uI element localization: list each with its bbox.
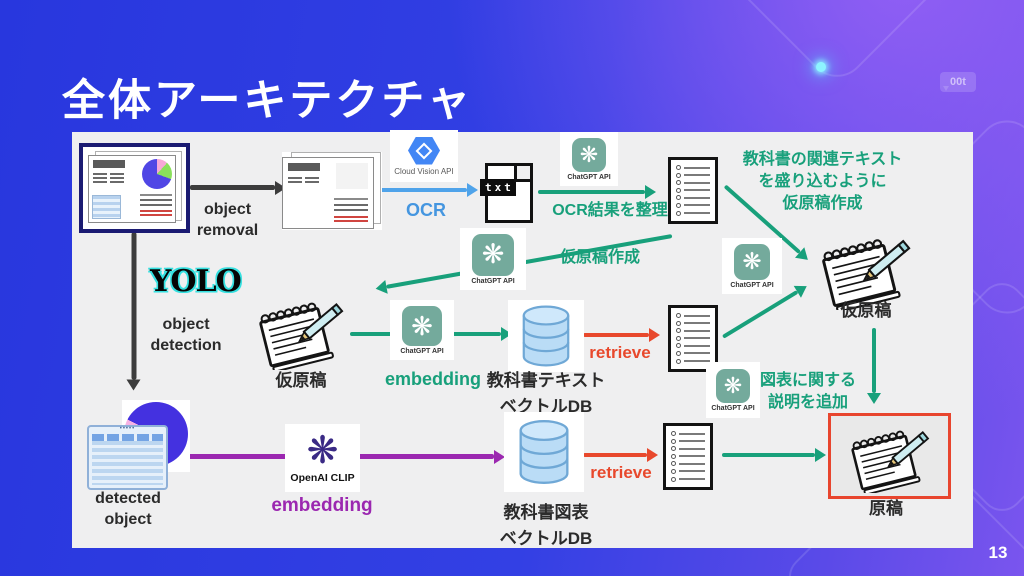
notepad-final-icon — [838, 419, 942, 493]
background-badge: 00t — [940, 72, 976, 92]
chatgpt-label: ChatGPT API — [567, 173, 611, 181]
chatgpt-icon: ❋ — [716, 368, 750, 403]
yolo-logo: YOLO — [150, 264, 242, 299]
retrieve-text-label: retrieve — [589, 343, 651, 362]
final-notepad-box — [828, 413, 951, 499]
ocr-organize-label: OCR結果を整理 — [552, 202, 668, 219]
object-removal-label: object removal — [196, 201, 259, 239]
arrow-retrieve-text — [583, 333, 649, 337]
arrow-ocr — [380, 188, 467, 192]
arrow-doc-to-final — [722, 453, 815, 457]
draft-create-label: 仮原稿作成 — [559, 249, 640, 266]
text-doc-2 — [668, 305, 718, 372]
chatgpt-card-4: ❋ ChatGPT API — [390, 300, 454, 360]
input-slide-thumbnail — [79, 143, 190, 233]
final-label: 原稿 — [869, 499, 903, 518]
object-detection-label: object detection — [150, 316, 222, 354]
page-title: 全体アーキテクチャ — [62, 77, 473, 125]
slide-title-bar — [93, 160, 125, 168]
database-icon — [519, 304, 573, 368]
arrow-draft-to-final — [872, 328, 876, 393]
figure-db-label: 教科書図表 ベクトルDB — [499, 503, 593, 548]
text-db-label: 教科書テキスト ベクトルDB — [486, 371, 606, 416]
database-icon — [516, 418, 572, 486]
arrow-retrieve-image — [583, 453, 647, 457]
retrieve-image-label: retrieve — [590, 463, 652, 482]
txt-label: txt — [480, 179, 516, 196]
detected-table-icon: ••••• — [87, 425, 168, 490]
pie-chart-icon — [142, 159, 172, 189]
openai-clip-card: ❋ OpenAI CLIP — [285, 424, 360, 492]
embedding-text-label: embedding — [384, 369, 481, 389]
draft-top-label: 仮原稿 — [840, 301, 892, 320]
table-icon — [92, 195, 121, 219]
openai-clip-icon: ❋ — [306, 430, 339, 472]
cleaned-slide-thumbnail — [282, 152, 382, 230]
badge-text: 00t — [950, 76, 966, 88]
arrow-ocr-organize — [538, 190, 645, 194]
chatgpt-icon: ❋ — [472, 233, 514, 276]
cloud-vision-card: Cloud Vision API — [390, 130, 458, 182]
arrow-object-removal — [190, 185, 275, 190]
cloud-vision-label: Cloud Vision API — [394, 166, 454, 176]
detected-object-label: detected object — [95, 490, 161, 528]
chatgpt-icon: ❋ — [572, 137, 606, 172]
chatgpt-card-1: ❋ ChatGPT API — [560, 132, 618, 186]
notepad-draft-top-icon — [812, 226, 920, 310]
glow-dot — [816, 62, 826, 72]
figure-note-label: 図表に関する 説明を追加 — [759, 372, 856, 412]
chatgpt-card-5: ❋ ChatGPT API — [706, 362, 760, 418]
arrow-object-detection — [131, 232, 137, 380]
txt-file-icon: txt — [480, 163, 533, 223]
chatgpt-card-2: ❋ ChatGPT API — [722, 238, 782, 294]
chatgpt-icon: ❋ — [734, 243, 770, 280]
notepad-draft-mid-icon — [248, 290, 354, 370]
chatgpt-card-3: ❋ ChatGPT API — [460, 228, 526, 290]
page-number: 13 — [988, 543, 1008, 562]
slide-page — [88, 155, 176, 223]
chatgpt-icon: ❋ — [402, 305, 442, 346]
text-doc-1 — [668, 157, 718, 224]
embedding-image-label: embedding — [271, 495, 373, 516]
text-db-card — [508, 300, 584, 372]
figure-doc — [663, 423, 713, 490]
ocr-label: OCR — [406, 200, 446, 220]
draft-mid-label: 仮原稿 — [275, 371, 327, 390]
figure-db-card — [504, 412, 584, 492]
related-text-note: 教科書の関連テキスト を盛り込むように 仮原稿作成 — [742, 151, 903, 213]
openai-clip-label: OpenAI CLIP — [290, 472, 355, 484]
cloud-vision-icon — [408, 136, 440, 165]
